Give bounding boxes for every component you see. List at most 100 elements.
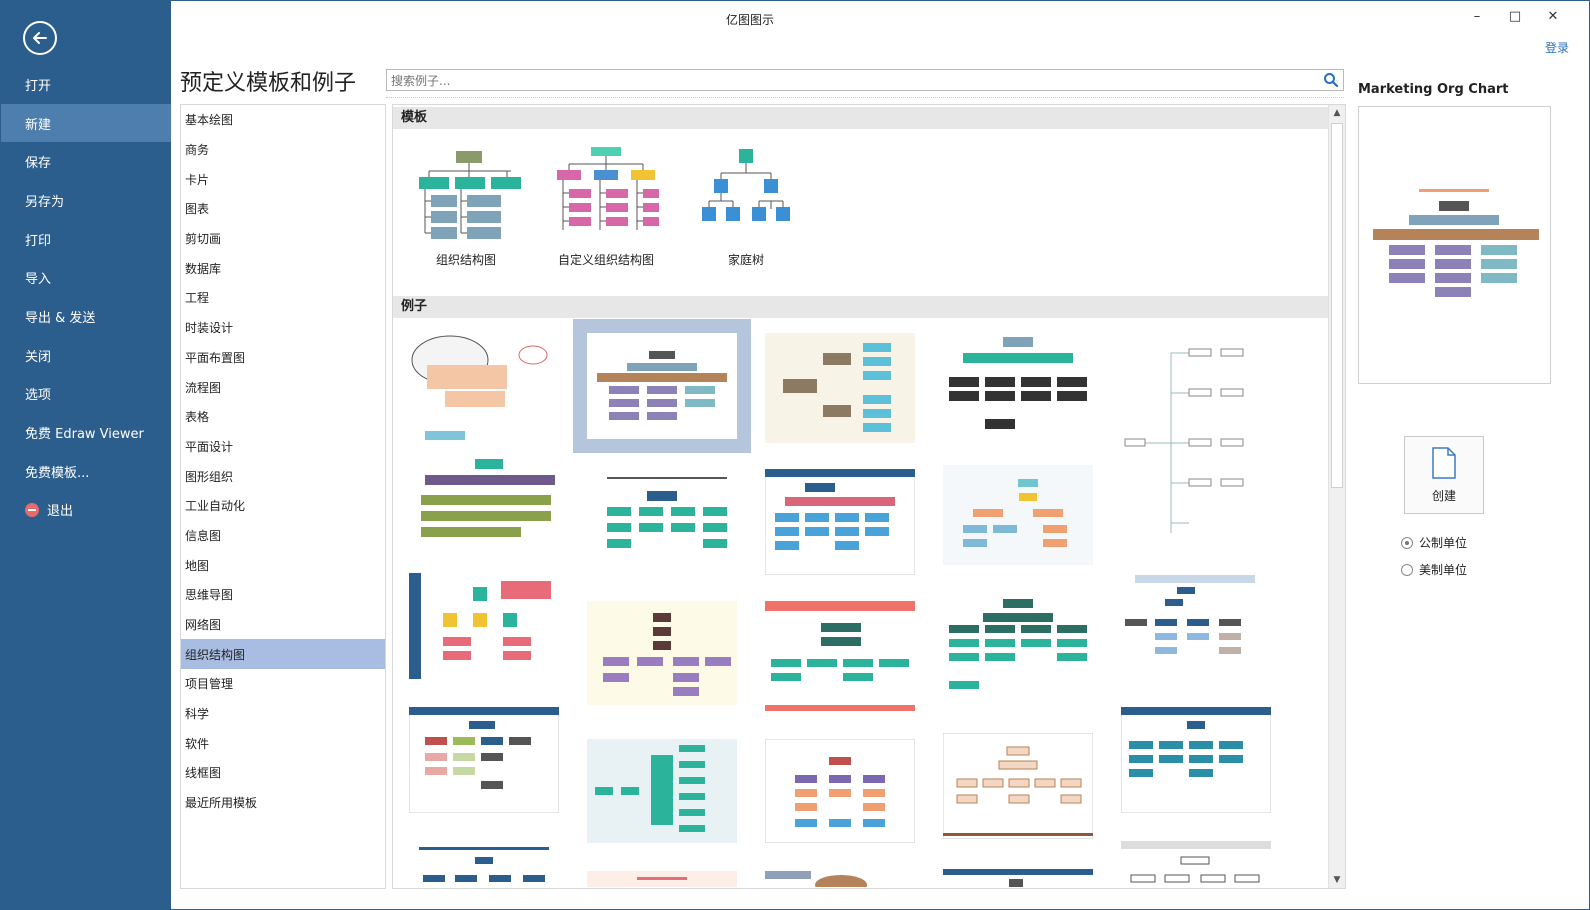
category-item[interactable]: 基本绘图 xyxy=(185,113,234,128)
category-item[interactable]: 数据库 xyxy=(185,261,222,276)
category-item[interactable]: 卡片 xyxy=(185,172,210,187)
nav-import[interactable]: 导入 xyxy=(1,258,171,297)
example-thumbnail[interactable] xyxy=(943,595,1093,715)
category-item[interactable]: 图形组织 xyxy=(185,469,234,484)
template-custom-org-chart[interactable]: 自定义组织结构图 xyxy=(541,143,671,268)
category-item[interactable]: 工业自动化 xyxy=(185,499,246,514)
example-thumbnail[interactable] xyxy=(943,333,1093,453)
example-thumbnail[interactable] xyxy=(409,843,559,887)
example-preview xyxy=(949,337,1087,429)
example-thumbnail[interactable] xyxy=(1120,706,1272,827)
example-thumbnail-selected[interactable] xyxy=(573,319,751,453)
nav-print[interactable]: 打印 xyxy=(1,220,171,259)
example-preview xyxy=(1125,575,1255,654)
category-item[interactable]: 表格 xyxy=(185,410,210,425)
category-item[interactable]: 时装设计 xyxy=(185,321,234,336)
category-item[interactable]: 信息图 xyxy=(185,528,222,543)
nav-close[interactable]: 关闭 xyxy=(1,336,171,375)
example-preview xyxy=(421,459,555,537)
example-thumbnail[interactable] xyxy=(587,601,737,721)
template-label: 组织结构图 xyxy=(435,253,496,267)
category-item[interactable]: 工程 xyxy=(185,291,210,306)
scroll-up-arrow-icon[interactable]: ▲ xyxy=(1333,108,1341,118)
close-button[interactable]: ✕ xyxy=(1547,8,1559,24)
category-item[interactable]: 图表 xyxy=(185,202,210,217)
example-preview xyxy=(943,465,1093,565)
category-item[interactable]: 线框图 xyxy=(185,766,222,781)
example-preview xyxy=(419,847,549,882)
nav-free-templates-label: 免费模板... xyxy=(25,465,90,481)
new-document-icon xyxy=(1432,447,1456,479)
category-item[interactable]: 思维导图 xyxy=(185,588,234,603)
example-thumbnail[interactable] xyxy=(405,325,555,445)
back-button[interactable] xyxy=(23,21,57,55)
nav-free-templates[interactable]: 免费模板... xyxy=(1,452,171,491)
search-icon[interactable] xyxy=(1323,72,1339,88)
example-preview xyxy=(409,573,551,679)
login-link[interactable]: 登录 xyxy=(1544,41,1569,55)
gallery-scrollbar[interactable]: ▲ ▼ xyxy=(1328,105,1345,888)
template-org-chart[interactable]: 组织结构图 xyxy=(401,143,531,268)
example-thumbnail[interactable] xyxy=(1121,333,1271,533)
example-thumbnail[interactable] xyxy=(764,468,916,589)
example-thumbnail[interactable] xyxy=(587,871,737,887)
category-item[interactable]: 剪切画 xyxy=(185,232,222,247)
example-thumbnail[interactable] xyxy=(405,455,555,575)
search-input[interactable] xyxy=(387,71,1307,91)
scrollbar-thumb[interactable] xyxy=(1331,123,1343,488)
nav-exit[interactable]: 退出 xyxy=(1,491,171,530)
example-thumbnail[interactable] xyxy=(765,871,915,888)
example-thumbnail[interactable] xyxy=(1121,575,1271,695)
category-item[interactable]: 地图 xyxy=(185,558,210,573)
example-thumbnail[interactable] xyxy=(765,601,915,721)
template-family-tree[interactable]: 家庭树 xyxy=(681,143,811,268)
example-paper xyxy=(587,333,737,439)
exit-icon xyxy=(25,502,39,517)
arrow-left-icon xyxy=(33,32,47,44)
category-item[interactable]: 科学 xyxy=(185,707,210,722)
minimize-button[interactable]: – xyxy=(1473,8,1481,24)
nav-new[interactable]: 新建 xyxy=(1,103,171,143)
category-item-org-chart[interactable]: 组织结构图 xyxy=(181,639,385,670)
category-item[interactable]: 商务 xyxy=(185,143,210,158)
search-box xyxy=(386,69,1344,91)
category-item[interactable]: 项目管理 xyxy=(185,677,234,692)
nav-options[interactable]: 选项 xyxy=(1,375,171,414)
example-thumbnail[interactable] xyxy=(409,573,559,693)
category-item[interactable]: 流程图 xyxy=(185,380,222,395)
example-thumbnail[interactable] xyxy=(764,738,916,859)
example-thumbnail[interactable] xyxy=(943,465,1093,585)
nav-open[interactable]: 打开 xyxy=(1,65,171,104)
category-item[interactable]: 平面设计 xyxy=(185,439,234,454)
category-item[interactable]: 网络图 xyxy=(185,618,222,633)
unit-imperial-radio[interactable]: 美制单位 xyxy=(1401,561,1467,578)
example-thumbnail[interactable] xyxy=(408,706,560,827)
nav-save[interactable]: 保存 xyxy=(1,142,171,181)
example-thumbnail[interactable] xyxy=(587,739,737,859)
header-divider xyxy=(386,97,1344,98)
example-thumbnail[interactable] xyxy=(943,869,1093,887)
create-button[interactable]: 创建 xyxy=(1404,436,1484,514)
maximize-button[interactable]: □ xyxy=(1508,8,1522,24)
nav-save-as[interactable]: 另存为 xyxy=(1,181,171,220)
example-preview xyxy=(765,871,867,888)
category-item[interactable]: 平面布置图 xyxy=(185,350,246,365)
example-thumbnail[interactable] xyxy=(587,473,737,593)
example-thumbnail[interactable] xyxy=(942,732,1094,853)
preview-image xyxy=(1373,189,1539,297)
nav-export-send[interactable]: 导出 & 发送 xyxy=(1,297,171,336)
page-title: 预定义模板和例子 xyxy=(180,71,357,96)
example-thumbnail[interactable] xyxy=(1121,841,1271,887)
unit-metric-radio[interactable]: 公制单位 xyxy=(1401,534,1467,551)
nav-save-as-label: 另存为 xyxy=(25,194,65,210)
example-preview xyxy=(765,601,915,711)
nav-free-viewer[interactable]: 免费 Edraw Viewer xyxy=(1,413,171,452)
category-item[interactable]: 最近所用模板 xyxy=(185,796,258,811)
radio-circle xyxy=(1401,563,1413,576)
scroll-down-arrow-icon[interactable]: ▼ xyxy=(1333,875,1341,885)
example-thumbnail[interactable] xyxy=(765,333,915,453)
create-label: 创建 xyxy=(1431,489,1456,503)
preview-title: Marketing Org Chart xyxy=(1358,82,1509,97)
category-item[interactable]: 软件 xyxy=(185,736,210,751)
